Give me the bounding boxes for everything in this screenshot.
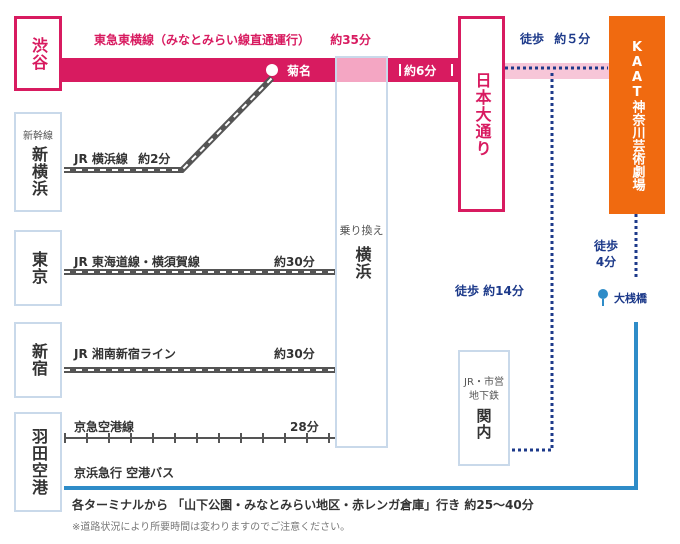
station-tokyo-name: 東京 bbox=[29, 251, 48, 285]
walk-nihon-kaat-word: 徒歩 bbox=[520, 32, 545, 46]
toyoko-line-name: 東急東横線（みなとみらい線直通運行） bbox=[94, 33, 311, 47]
destination-kaat: KAAT神奈川芸術劇場 bbox=[609, 16, 665, 214]
kikuna-label: 菊名 bbox=[287, 64, 312, 78]
walk-nihon-kaat-time: 約５分 bbox=[554, 32, 591, 46]
kikuna-station-dot bbox=[266, 64, 278, 76]
disclaimer: ※道路状況により所要時間は変わりますのでご注意ください。 bbox=[72, 522, 351, 533]
station-shin-yokohama: 新幹線 新横浜 bbox=[14, 112, 62, 212]
yokohama-line-overlay bbox=[337, 58, 386, 82]
station-shibuya: 渋谷 bbox=[14, 16, 62, 91]
walk-osanbashi-label: 徒歩 4分 bbox=[594, 238, 618, 270]
walk-osanbashi-time: 4分 bbox=[595, 255, 617, 269]
station-shin-yokohama-caption: 新幹線 bbox=[23, 131, 53, 142]
osanbashi-name: 大桟橋 bbox=[614, 292, 647, 305]
toyoko-line-band bbox=[62, 58, 458, 82]
jr-yokohama-line-label: JR 横浜線 約2分 bbox=[74, 150, 170, 167]
keikyu-line-name: 京急空港線 bbox=[74, 420, 135, 434]
station-shinjuku-name: 新宿 bbox=[29, 343, 48, 377]
jr-yokohama-line-ties bbox=[64, 77, 273, 171]
toyoko-line-band-pale bbox=[505, 63, 609, 79]
station-nihon-odori: 日本大通り bbox=[458, 16, 505, 212]
tokaido-line-name: JR 東海道線・横須賀線 bbox=[74, 255, 200, 269]
station-shibuya-name: 渋谷 bbox=[29, 36, 48, 71]
station-yokohama-caption: 乗り換え bbox=[339, 224, 384, 237]
airport-bus-name: 京浜急行 空港バス bbox=[74, 466, 175, 480]
station-tokyo: 東京 bbox=[14, 230, 62, 306]
osanbashi-pin-icon bbox=[598, 289, 608, 299]
destination-kaat-name: KAAT神奈川芸術劇場 bbox=[629, 39, 645, 191]
station-kannai: JR・市営地下鉄 関内 bbox=[458, 350, 510, 466]
station-shinjuku: 新宿 bbox=[14, 322, 62, 398]
airport-bus-line bbox=[64, 322, 638, 490]
shonan-line-time: 約30分 bbox=[274, 347, 315, 361]
jr-yokohama-line-time: 約2分 bbox=[138, 152, 171, 166]
walk-osanbashi-word: 徒歩 bbox=[594, 239, 619, 253]
walk-kannai-label: 徒歩 約14分 bbox=[455, 284, 524, 298]
station-yokohama-name: 横浜 bbox=[352, 246, 372, 280]
walk-nihon-kaat-label: 徒歩 約５分 bbox=[520, 30, 590, 47]
station-haneda-name: 羽田空港 bbox=[29, 428, 48, 496]
jr-yokohama-line-name: JR 横浜線 bbox=[74, 152, 128, 166]
station-nihon-odori-name: 日本大通り bbox=[472, 71, 492, 157]
tokaido-line-time: 約30分 bbox=[274, 255, 315, 269]
shonan-line-name: JR 湘南新宿ライン bbox=[74, 347, 176, 361]
keikyu-line-time: 28分 bbox=[290, 420, 319, 434]
station-kannai-caption: JR・市営地下鉄 bbox=[464, 377, 504, 402]
bus-note: 各ターミナルから 「山下公園・みなとみらい地区・赤レンガ倉庫」行き 約25～40… bbox=[72, 498, 534, 512]
yokohama-nihon-time: 約6分 bbox=[404, 64, 437, 78]
station-shin-yokohama-name: 新横浜 bbox=[29, 146, 48, 197]
toyoko-line-label: 東急東横線（みなとみらい線直通運行） 約35分 bbox=[94, 31, 371, 48]
toyoko-line-time: 約35分 bbox=[330, 33, 371, 47]
station-kannai-name: 関内 bbox=[474, 408, 493, 440]
walk-kannai-to-kaat bbox=[512, 70, 554, 452]
station-haneda: 羽田空港 bbox=[14, 412, 62, 512]
station-yokohama: 乗り換え 横浜 bbox=[335, 56, 388, 448]
